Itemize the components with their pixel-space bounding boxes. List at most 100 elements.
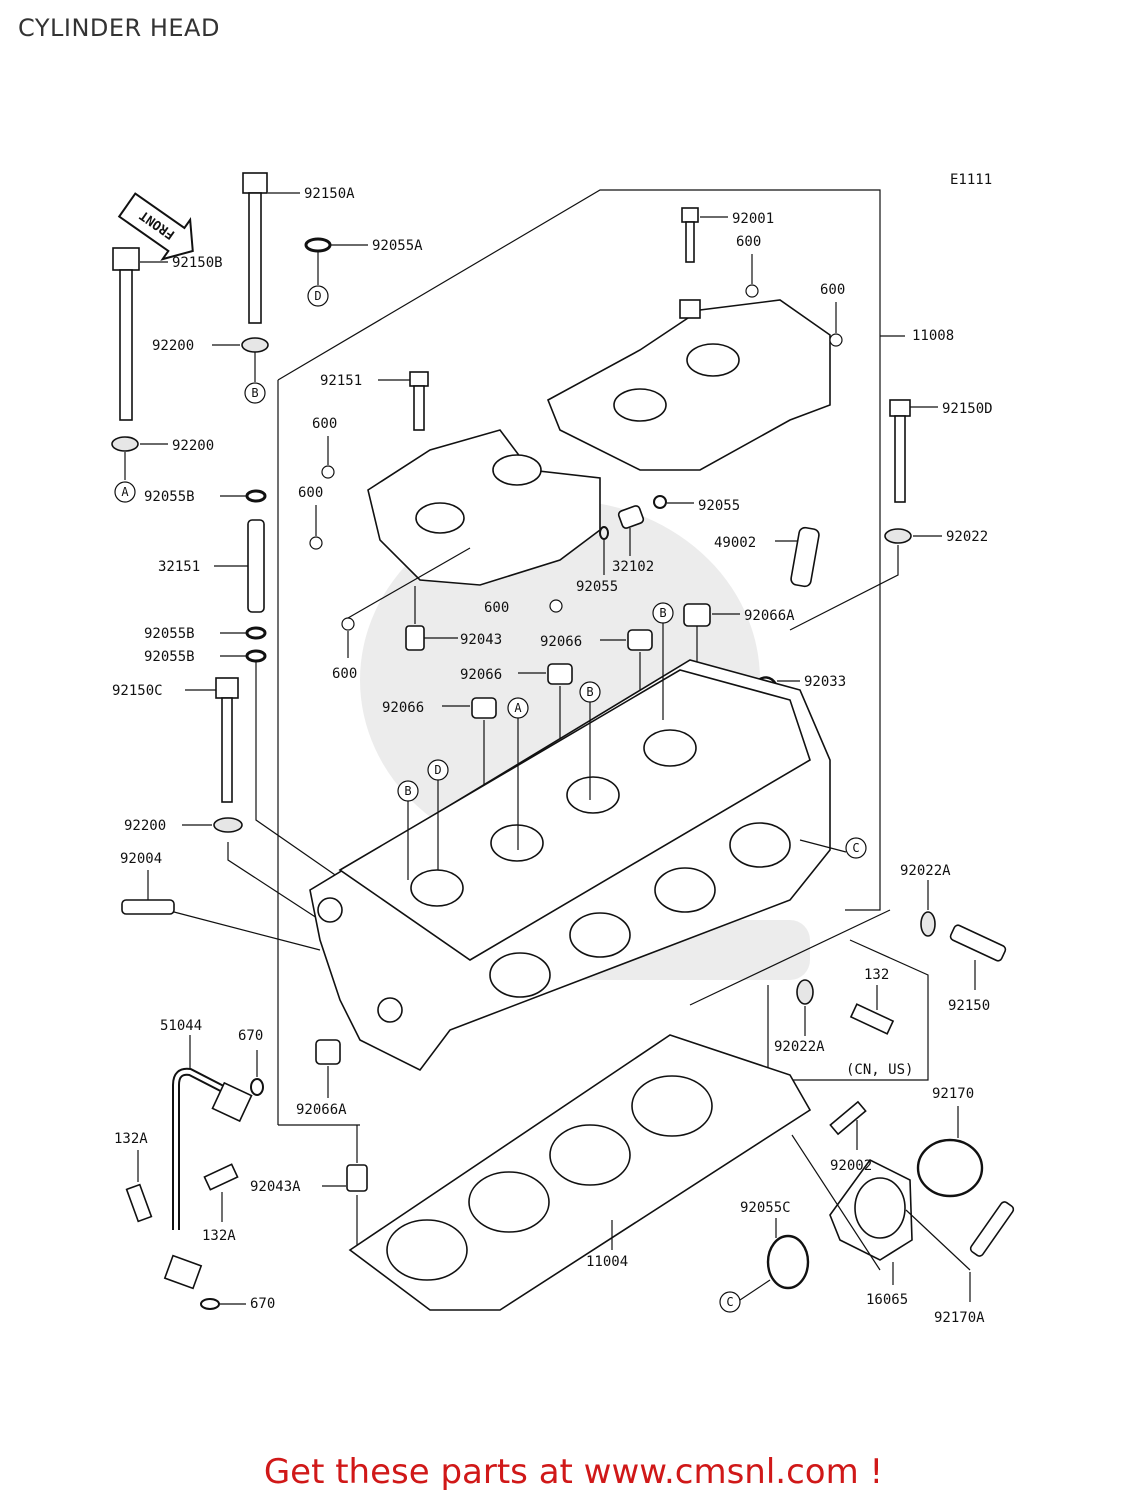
pipe-32151: [214, 519, 265, 613]
label-92150c: 92150C: [112, 683, 163, 699]
ring-92055b-1: [220, 489, 267, 503]
bolt-92001: [681, 207, 728, 263]
label-92066-b: 92066: [460, 667, 502, 683]
cylinder-head-diagram: E1111 FRONT: [111, 172, 1015, 1326]
bolt-132a-left: [125, 1150, 153, 1223]
label-92151: 92151: [320, 373, 362, 389]
diagram-id: E1111: [950, 172, 992, 188]
stud-92004: [121, 870, 321, 951]
svg-text:A: A: [514, 701, 522, 715]
dowel-600-f: [341, 617, 355, 631]
label-92150a: 92150A: [304, 186, 355, 202]
label-92170: 92170: [932, 1086, 974, 1102]
label-132: 132: [864, 967, 889, 983]
washer-92200-a: [111, 436, 168, 480]
label-32151: 32151: [158, 559, 200, 575]
label-92150: 92150: [948, 998, 990, 1014]
label-670-lower: 670: [250, 1296, 275, 1312]
label-32102: 32102: [612, 559, 654, 575]
svg-text:B: B: [659, 606, 666, 620]
clamp-92170: [916, 1106, 984, 1198]
svg-text:B: B: [251, 386, 258, 400]
bolt-92002: [829, 1100, 867, 1150]
ref-circle-c-1: C: [845, 837, 867, 859]
dowel-600-a: [745, 284, 759, 298]
oil-pipe-51044: [163, 1035, 253, 1290]
cam-cap-rear: [546, 299, 831, 471]
ring-92055c: [766, 1218, 810, 1290]
ref-circle-a-1: A: [114, 481, 136, 503]
label-92043a: 92043A: [250, 1179, 301, 1195]
label-92066a-bottom: 92066A: [296, 1102, 347, 1118]
label-92200-a: 92200: [172, 438, 214, 454]
label-132a-right: 132A: [202, 1228, 236, 1244]
label-600-c: 600: [312, 416, 337, 432]
label-92200-b: 92200: [152, 338, 194, 354]
washer-92200-c: [182, 817, 321, 921]
label-92200-c: 92200: [124, 818, 166, 834]
label-92066a-top: 92066A: [744, 608, 795, 624]
label-92066-c: 92066: [382, 700, 424, 716]
part-labels: 92150A 92055A 92150B 92200 92200 92055B …: [112, 186, 993, 1326]
label-92002: 92002: [830, 1158, 872, 1174]
cam-cap-front: [367, 429, 601, 586]
bolt-92150a: [242, 172, 300, 324]
ref-circle-b-4: B: [397, 780, 419, 802]
dowel-92043: [405, 586, 458, 651]
label-92066-a: 92066: [540, 634, 582, 650]
plug-92066a-bottom: [315, 1039, 341, 1098]
label-92150d: 92150D: [942, 401, 993, 417]
label-92022a-top: 92022A: [900, 863, 951, 879]
footer-link[interactable]: Get these parts at www.cmsnl.com !: [263, 1452, 884, 1492]
fitting-49002: [775, 526, 820, 588]
ref-circle-c-2: C: [719, 1291, 741, 1313]
ref-circle-a-2: A: [507, 697, 529, 719]
bolt-92150d: [889, 399, 938, 503]
label-92055b-3: 92055B: [144, 649, 195, 665]
label-92170a: 92170A: [934, 1310, 985, 1326]
label-600-b: 600: [820, 282, 845, 298]
label-11008: 11008: [912, 328, 954, 344]
fitting-32102: [617, 505, 645, 556]
label-600-f: 600: [332, 666, 357, 682]
label-600-e: 600: [484, 600, 509, 616]
dowel-92043a: [322, 1125, 368, 1255]
label-92055c: 92055C: [740, 1200, 791, 1216]
ref-circle-d-1: D: [307, 285, 329, 307]
svg-text:B: B: [586, 685, 593, 699]
strap-92170a: [969, 1201, 1015, 1302]
bolt-132a-right: [203, 1163, 239, 1222]
ref-circle-b-1: B: [244, 382, 266, 404]
svg-text:A: A: [121, 485, 129, 499]
label-92055b-2: 92055B: [144, 626, 195, 642]
label-92055-a: 92055: [698, 498, 740, 514]
label-92055a: 92055A: [372, 238, 423, 254]
bolt-92151: [378, 371, 429, 431]
ref-circle-b-3: B: [579, 681, 601, 703]
label-92043: 92043: [460, 632, 502, 648]
svg-text:B: B: [404, 784, 411, 798]
washer-92022: [789, 528, 942, 631]
svg-text:C: C: [726, 1295, 733, 1309]
label-600-d: 600: [298, 485, 323, 501]
cylinder-head-body: [309, 659, 831, 1072]
label-92033: 92033: [804, 674, 846, 690]
dowel-600-c: [321, 465, 335, 479]
page-title: CYLINDER HEAD: [18, 14, 220, 42]
bolt-92150c: [185, 677, 239, 803]
dowel-600-b: [829, 333, 843, 347]
label-132a-left: 132A: [114, 1131, 148, 1147]
label-92055b-1: 92055B: [144, 489, 195, 505]
dowel-600-d: [309, 536, 323, 550]
label-92022: 92022: [946, 529, 988, 545]
ref-circle-d-2: D: [427, 759, 449, 781]
holder-16065: [829, 1158, 913, 1285]
label-11004: 11004: [586, 1254, 628, 1270]
label-92055-b: 92055: [576, 579, 618, 595]
ring-670-upper: [250, 1050, 264, 1096]
label-670-upper: 670: [238, 1028, 263, 1044]
bolt-92150: [949, 924, 1007, 990]
label-cn-us: (CN, US): [846, 1062, 913, 1078]
ring-92055a: [304, 237, 368, 285]
washer-92022a-low: [796, 979, 814, 1036]
